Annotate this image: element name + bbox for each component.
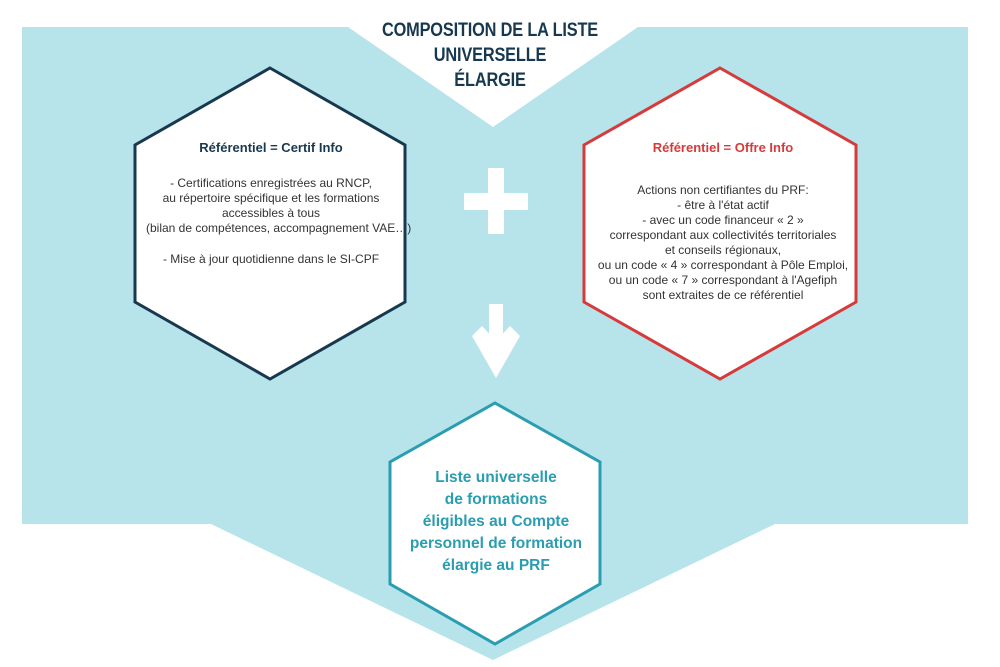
right-hexagon bbox=[582, 66, 858, 381]
left-box-line: accessibles à tous bbox=[221, 206, 321, 220]
left-box-line: au répertoire spécifique et les formatio… bbox=[162, 191, 380, 205]
left-box-line: - Mise à jour quotidienne dans le SI-CPF bbox=[162, 252, 380, 266]
right-box-line: ou un code « 4 » correspondant à Pôle Em… bbox=[597, 258, 849, 272]
right-box-line: ou un code « 7 » correspondant à l'Agefi… bbox=[608, 273, 838, 287]
right-box-line: sont extraites de ce référentiel bbox=[642, 288, 804, 302]
right-box-line: Actions non certifiantes du PRF: bbox=[637, 183, 809, 197]
right-box-line: et conseils régionaux, bbox=[664, 243, 782, 257]
result-hexagon bbox=[388, 401, 602, 646]
right-box-heading: Référentiel = Offre Info bbox=[652, 140, 794, 155]
result-box-text: Liste universelle de formations éligible… bbox=[398, 467, 594, 577]
right-box-line: correspondant aux collectivités territor… bbox=[609, 228, 837, 242]
result-box-line: Liste universelle bbox=[435, 469, 557, 486]
diagram-title: COMPOSITION DE LA LISTE UNIVERSELLE ÉLAR… bbox=[352, 18, 627, 93]
spacer bbox=[146, 236, 396, 252]
left-box-line: (bilan de compétences, accompagnement VA… bbox=[146, 221, 412, 235]
result-box-line: éligibles au Compte bbox=[422, 513, 570, 530]
left-box-text: Référentiel = Certif Info - Certificatio… bbox=[146, 140, 412, 267]
plus-icon bbox=[464, 168, 528, 234]
right-box-text: Référentiel = Offre Info Actions non cer… bbox=[596, 140, 850, 303]
result-box-line: personnel de formation bbox=[409, 535, 583, 552]
left-hexagon bbox=[133, 66, 407, 381]
left-box-line: - Certifications enregistrées au RNCP, bbox=[170, 176, 372, 190]
title-line: COMPOSITION DE LA LISTE bbox=[381, 20, 599, 41]
arrow-down-icon bbox=[472, 304, 520, 378]
title-line: UNIVERSELLE bbox=[433, 45, 547, 66]
right-box-line: - être à l'état actif bbox=[677, 198, 769, 212]
left-box-heading: Référentiel = Certif Info bbox=[199, 140, 343, 155]
result-box-line: élargie au PRF bbox=[442, 557, 550, 574]
title-line: ÉLARGIE bbox=[454, 70, 526, 91]
result-box-line: de formations bbox=[444, 491, 548, 508]
right-box-line: - avec un code financeur « 2 » bbox=[642, 213, 804, 227]
